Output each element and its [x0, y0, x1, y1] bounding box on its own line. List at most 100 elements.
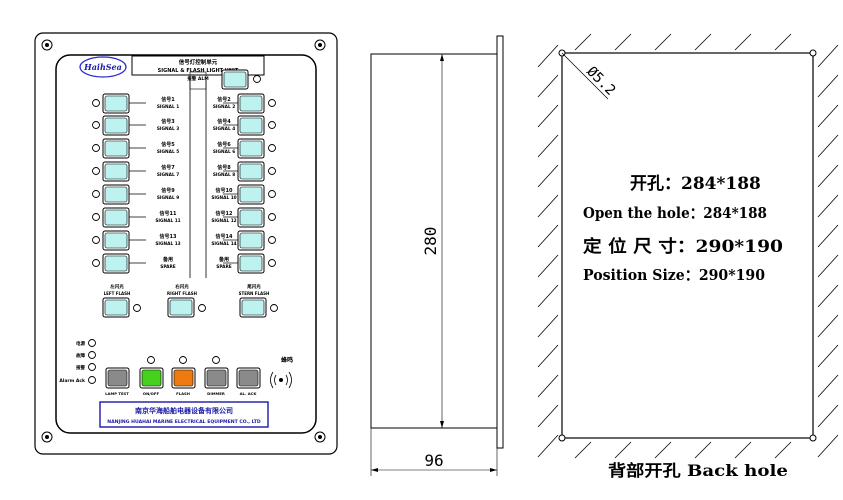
signal-button-right[interactable] [237, 230, 265, 251]
indicator-led-icon [147, 356, 155, 364]
signal-label-cn: 信号11 [160, 210, 177, 217]
flash-label-cn: 左闪光 [110, 283, 124, 290]
signal-label-en: SIGNAL 9 [157, 195, 179, 201]
flash-button[interactable] [167, 297, 195, 318]
signal-button-left[interactable] [102, 93, 130, 114]
indicator-led-icon [92, 190, 100, 198]
indicator-led-icon [92, 236, 100, 244]
signal-button-left[interactable] [102, 138, 130, 159]
logo-oval [79, 56, 127, 78]
signal-label-en: SIGNAL 14 [211, 241, 236, 247]
signal-button-right[interactable] [237, 93, 265, 114]
screw-icon [314, 431, 326, 443]
indicator-led-icon [268, 144, 276, 152]
position-size-cn: 定 位 尺 寸：290*190 [583, 236, 783, 257]
header-box [131, 55, 265, 76]
signal-label-en: SIGNAL 5 [157, 149, 179, 155]
signal-label-cn: 信号13 [160, 233, 177, 240]
signal-button-left[interactable] [102, 161, 130, 182]
indicator-led-icon [268, 213, 276, 221]
function-button[interactable] [105, 367, 130, 389]
indicator-led-icon [92, 259, 100, 267]
signal-label-en: SIGNAL 3 [157, 126, 179, 132]
signal-label-en: SIGNAL 2 [213, 104, 235, 110]
flash-label-cn: 尾闪光 [246, 283, 261, 290]
flash-label-cn: 右闪光 [174, 283, 189, 290]
back-hole-view: Ø5.2 开孔：284*188 Open the hole：284*188 定 … [537, 33, 839, 480]
position-size-en: Position Size：290*190 [583, 266, 765, 284]
back-hole-caption: 背部开孔 Back hole [608, 461, 788, 480]
flash-label-en: RIGHT FLASH [167, 291, 197, 296]
status-label: 报警 [76, 364, 85, 371]
mount-hole-icon [809, 49, 817, 57]
indicator-led-icon [88, 351, 96, 359]
signal-button-left[interactable] [102, 253, 130, 274]
signal-label-en: SIGNAL 10 [211, 195, 236, 201]
function-button-label: ON/OFF [143, 391, 160, 396]
indicator-led-icon [92, 99, 100, 107]
indicator-led-icon [179, 356, 187, 364]
indicator-led-icon [92, 167, 100, 175]
function-button[interactable] [139, 367, 164, 389]
indicator-led-icon [92, 144, 100, 152]
screw-icon [41, 431, 53, 443]
signal-button-right[interactable] [237, 115, 265, 136]
signal-label-cn: 信号1 [161, 96, 175, 103]
signal-label-en: SIGNAL 12 [211, 218, 236, 224]
signal-label-en: SIGNAL 6 [213, 149, 235, 155]
signal-label-cn: 备用 [162, 256, 173, 263]
function-button-label: FLASH [176, 391, 190, 396]
signal-button-right[interactable] [237, 207, 265, 228]
function-button[interactable] [204, 367, 229, 389]
indicator-led-icon [268, 190, 276, 198]
indicator-led-icon [268, 236, 276, 244]
signal-label-cn: 信号6 [217, 141, 231, 148]
function-button[interactable] [171, 367, 196, 389]
indicator-led-icon [133, 304, 141, 312]
signal-label-cn: 信号7 [161, 164, 175, 171]
company-cn: 南京华海船舶电器设备有限公司 [135, 406, 233, 415]
indicator-led-icon [88, 339, 96, 347]
flash-button[interactable] [239, 297, 267, 318]
signal-label-en: SIGNAL 11 [155, 218, 180, 224]
signal-button-left[interactable] [102, 184, 130, 205]
signal-label-en: SPARE [160, 264, 175, 270]
cutout-size-en: Open the hole：284*188 [583, 204, 767, 222]
indicator-led-icon [88, 363, 96, 371]
signal-button-left[interactable] [102, 115, 130, 136]
signal-label-cn: 信号8 [217, 164, 231, 171]
flash-label-en: LEFT FLASH [104, 291, 131, 296]
buzzer-icon [270, 371, 292, 389]
signal-label-en: SIGNAL 13 [155, 241, 180, 247]
indicator-led-icon [270, 304, 278, 312]
top-label: 报警 ALM [187, 75, 209, 82]
function-button[interactable] [236, 367, 261, 389]
signal-label-cn: 信号12 [216, 210, 233, 217]
signal-button-left[interactable] [102, 207, 130, 228]
signal-label-en: SIGNAL 8 [213, 172, 235, 178]
front-panel: HaihSea 信号灯控制单元 SIGNAL & FLASH LIGHT UNI… [34, 32, 338, 455]
diameter-leader [561, 52, 609, 100]
signal-label-cn: 信号3 [161, 118, 175, 125]
signal-label-cn: 信号9 [161, 187, 175, 194]
status-label: 故障 [76, 352, 85, 359]
mount-hole-icon [558, 434, 566, 442]
signal-label-en: SIGNAL 1 [157, 104, 179, 110]
mount-hole-icon [809, 434, 817, 442]
indicator-led-icon [268, 167, 276, 175]
indicator-led-icon [92, 121, 100, 129]
function-button-label: DIMMER [207, 391, 225, 396]
signal-label-en: SIGNAL 7 [157, 172, 179, 178]
alarm-button[interactable] [221, 69, 249, 90]
cutout-rectangle [561, 52, 814, 439]
signal-button-right[interactable] [237, 184, 265, 205]
header-en: SIGNAL & FLASH LIGHT UNIT [158, 68, 239, 74]
signal-button-right[interactable] [237, 161, 265, 182]
signal-button-left[interactable] [102, 230, 130, 251]
signal-button-right[interactable] [237, 138, 265, 159]
flash-button[interactable] [102, 297, 130, 318]
side-view: 280 96 [370, 35, 504, 476]
indicator-led-icon [268, 121, 276, 129]
signal-button-right[interactable] [237, 253, 265, 274]
